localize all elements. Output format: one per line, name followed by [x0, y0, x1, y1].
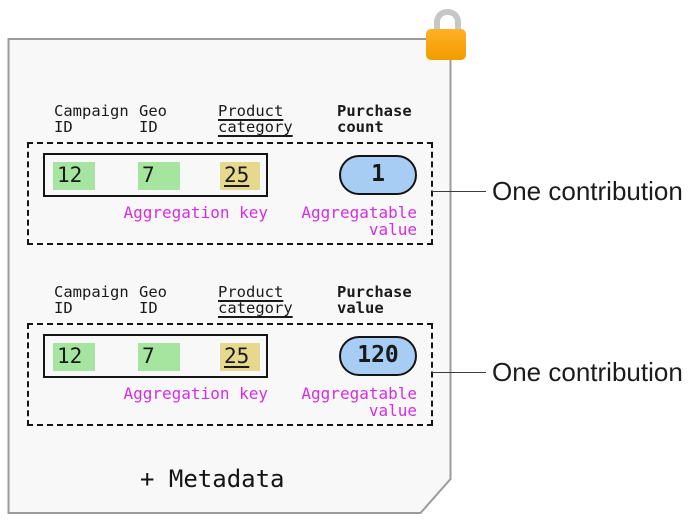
aggregatable-value-pill: 120: [339, 336, 417, 376]
product-category-cell: 25: [220, 162, 260, 190]
aggregation-key-box: [43, 153, 268, 197]
aggregation-key-box: [43, 334, 268, 378]
annotation-connector-line: [432, 372, 486, 373]
geo-id-cell: 7: [138, 343, 180, 371]
geo-id-cell: 7: [138, 162, 180, 190]
aggregatable-value-label: Aggregatable value: [301, 203, 417, 239]
aggregatable-value-label: Aggregatable value: [301, 384, 417, 420]
aggregatable-value-pill: 1: [339, 155, 417, 195]
lock-shackle: [434, 9, 461, 37]
one-contribution-annotation: One contribution: [492, 176, 683, 206]
campaign-id-cell: 12: [53, 343, 95, 371]
lock-body: [426, 29, 466, 60]
one-contribution-annotation: One contribution: [492, 357, 683, 387]
contribution-boundary: [27, 323, 433, 426]
metadata-label: + Metadata: [140, 465, 285, 493]
product-category-cell: 25: [220, 343, 260, 371]
campaign-id-cell: 12: [53, 162, 95, 190]
aggregation-key-label: Aggregation key: [123, 384, 269, 403]
annotation-connector-line: [432, 191, 486, 192]
contribution-boundary: [27, 142, 433, 245]
report-document-shape: [7, 38, 452, 514]
aggregation-key-label: Aggregation key: [123, 203, 269, 222]
